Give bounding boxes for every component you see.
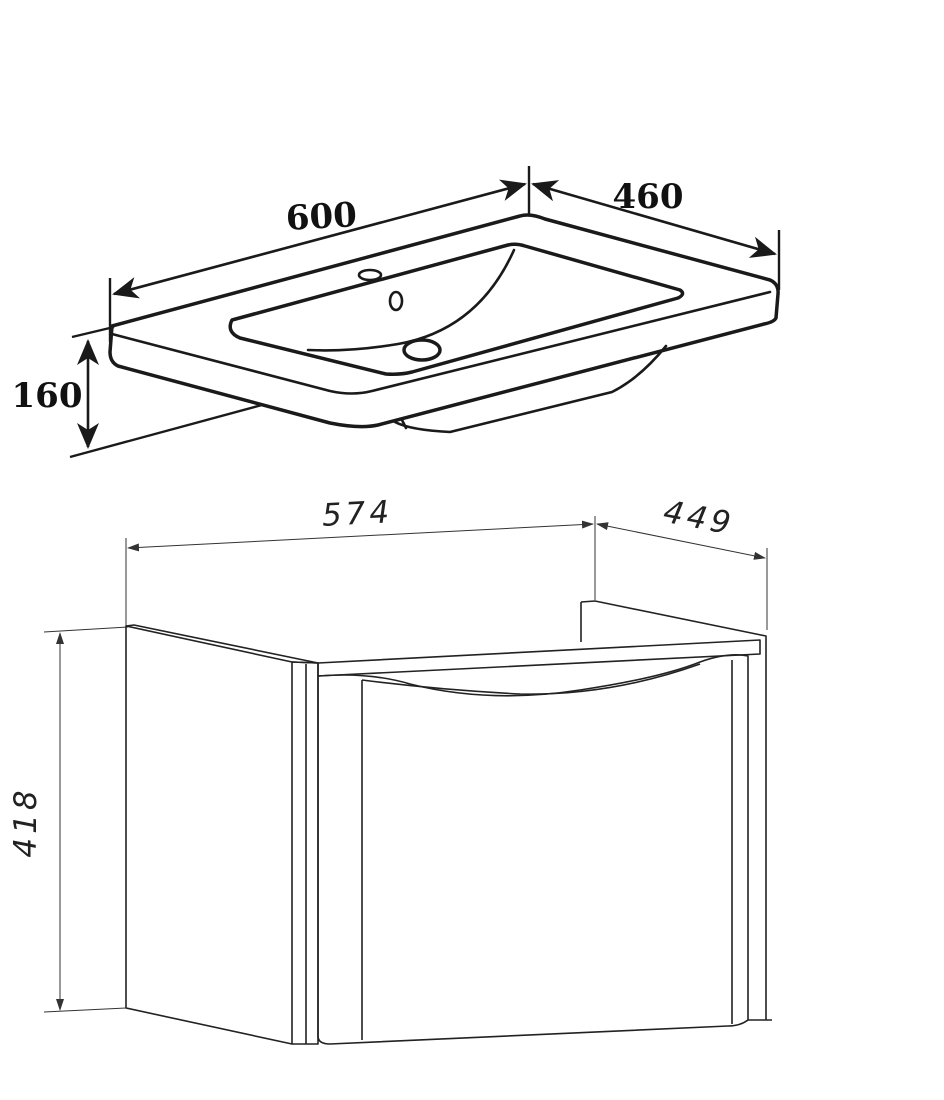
- basin-front-edge: [110, 290, 772, 395]
- cabinet-side-top: [125, 624, 319, 664]
- cab-ext-bottom: [43, 1007, 127, 1013]
- basin-depth-label: 460: [613, 177, 684, 217]
- ext-line-bottom-level: [69, 403, 263, 459]
- dim-line-cab-width: [127, 520, 594, 552]
- dim-line-depth: [531, 180, 777, 258]
- cabinet-top-edge: [317, 639, 761, 677]
- basin-height-label: 160: [12, 376, 83, 416]
- basin-underside: [393, 344, 668, 434]
- cabinet-side-panel: [125, 625, 293, 1045]
- basin-top-outline: [108, 213, 780, 429]
- basin-width-label: 600: [285, 195, 358, 239]
- cabinet-drawer-handle-curve: [361, 663, 701, 695]
- basin-bowl-rim: [228, 242, 685, 376]
- cabinet-drawing: 574 449 418: [8, 494, 772, 1045]
- cabinet-front-frame: [291, 661, 319, 1045]
- cab-ext-top: [43, 626, 129, 633]
- dim-line-cab-depth: [596, 522, 766, 560]
- basin-drawing: 600 460 160: [12, 166, 781, 459]
- basin-underside-lip: [400, 418, 408, 430]
- dim-line-width: [112, 179, 527, 299]
- cabinet-width-label: 574: [321, 494, 394, 534]
- cabinet-drawer-front: [317, 654, 749, 1045]
- drain-hole: [402, 338, 442, 362]
- cabinet-height-label: 418: [8, 786, 44, 857]
- cabinet-back-panel: [580, 600, 767, 1020]
- ext-line-top-level: [71, 325, 115, 339]
- overflow-hole: [388, 290, 404, 312]
- tap-hole: [357, 268, 383, 282]
- cabinet-depth-label: 449: [661, 494, 738, 543]
